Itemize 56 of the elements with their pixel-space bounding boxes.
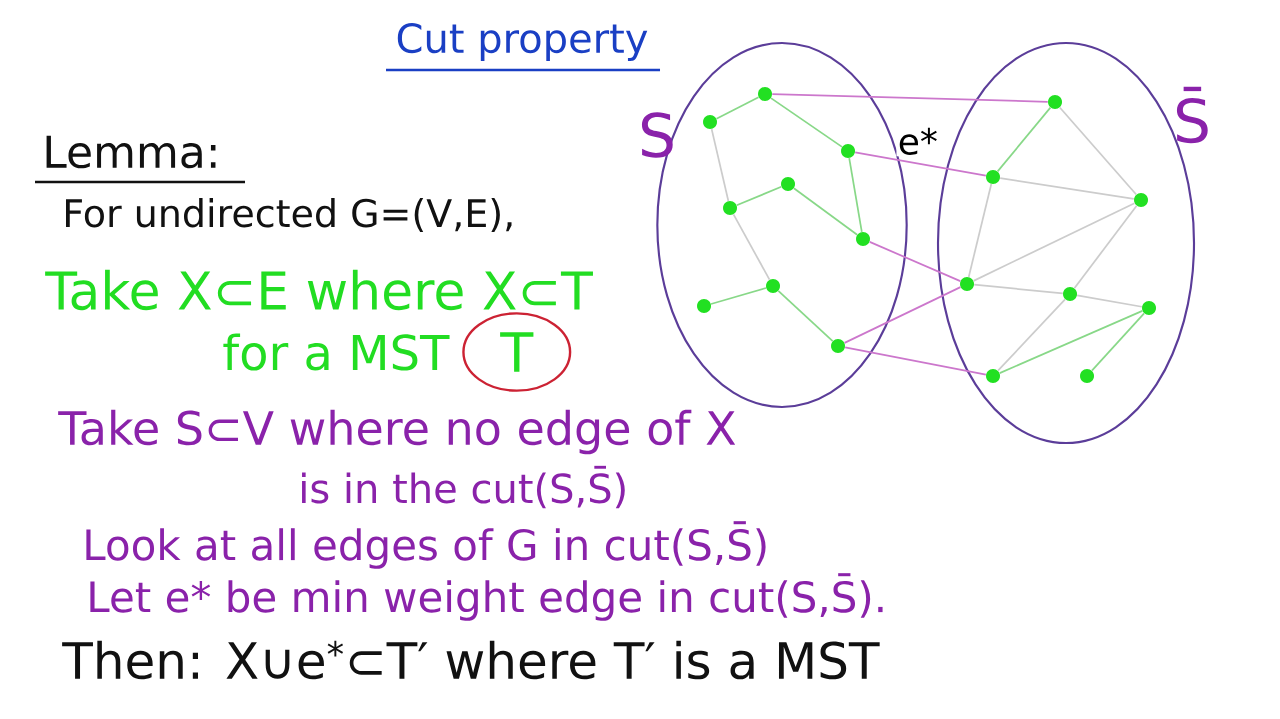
cut-edge [843,286,962,344]
graph-edge [710,128,730,202]
graph-edge [1058,106,1138,196]
vertex-dot [703,115,717,129]
cut-edge [854,151,987,177]
graph-edge [972,202,1136,282]
statement-text: Take S⊂V where no edge of X [58,409,736,455]
graph-edge [967,183,993,278]
vertex-dot [723,201,737,215]
statement-text: is in the cut(S,S̄) [302,465,625,509]
graph-edge [848,157,863,233]
cut-edge [868,241,962,282]
vertex-dot [1080,369,1094,383]
set-label: S̄ [1176,86,1208,144]
edge-label: e* [896,126,940,157]
vertex-dot [986,369,1000,383]
vertex-dot [697,299,711,313]
vertex-dot [1142,301,1156,315]
set-label: S [641,112,673,158]
graph-edge [735,185,783,207]
conclusion-text: Then: X∪e$^{*}$⊂T′ where T′ is a MST [62,640,880,680]
statement-text: Take X⊂E where X⊂T [45,269,593,311]
heading: Lemma: [46,135,216,169]
vertex-dot [960,277,974,291]
vertex-dot [758,87,772,101]
vertex-dot [986,170,1000,184]
title: Cut property [397,23,648,61]
graph-edge [732,213,771,281]
graph-edge [1091,312,1145,372]
graph-edge [710,287,767,305]
graph-edge [999,177,1135,200]
graph-edge [973,283,1064,295]
graph-edge [998,310,1144,374]
graph-edge [1073,204,1138,290]
cut-edge [771,93,1049,103]
vertex-dot [856,232,870,246]
statement-text: for a MST [223,333,450,371]
vertex-dot [766,279,780,293]
graph-edge [997,298,1066,372]
graph-edge [996,106,1052,173]
graph-edge [715,96,760,120]
vertex-dot [1134,193,1148,207]
graph-edge [793,187,858,236]
statement-text: Look at all edges of G in cut(S,S̄) [86,521,766,569]
statement-text: T [500,332,534,372]
statement-text: For undirected G=(V,E), [66,198,512,232]
cut-edge [844,346,987,376]
graph-edge [1076,294,1143,308]
vertex-dot [841,144,855,158]
vertex-dot [1063,287,1077,301]
vertex-dot [1048,95,1062,109]
vertex-dot [781,177,795,191]
statement-text: Let e* be min weight edge in cut(S,S̄). [90,573,883,621]
vertex-dot [831,339,845,353]
graph-edge [777,290,834,342]
graph-edge [770,97,843,148]
